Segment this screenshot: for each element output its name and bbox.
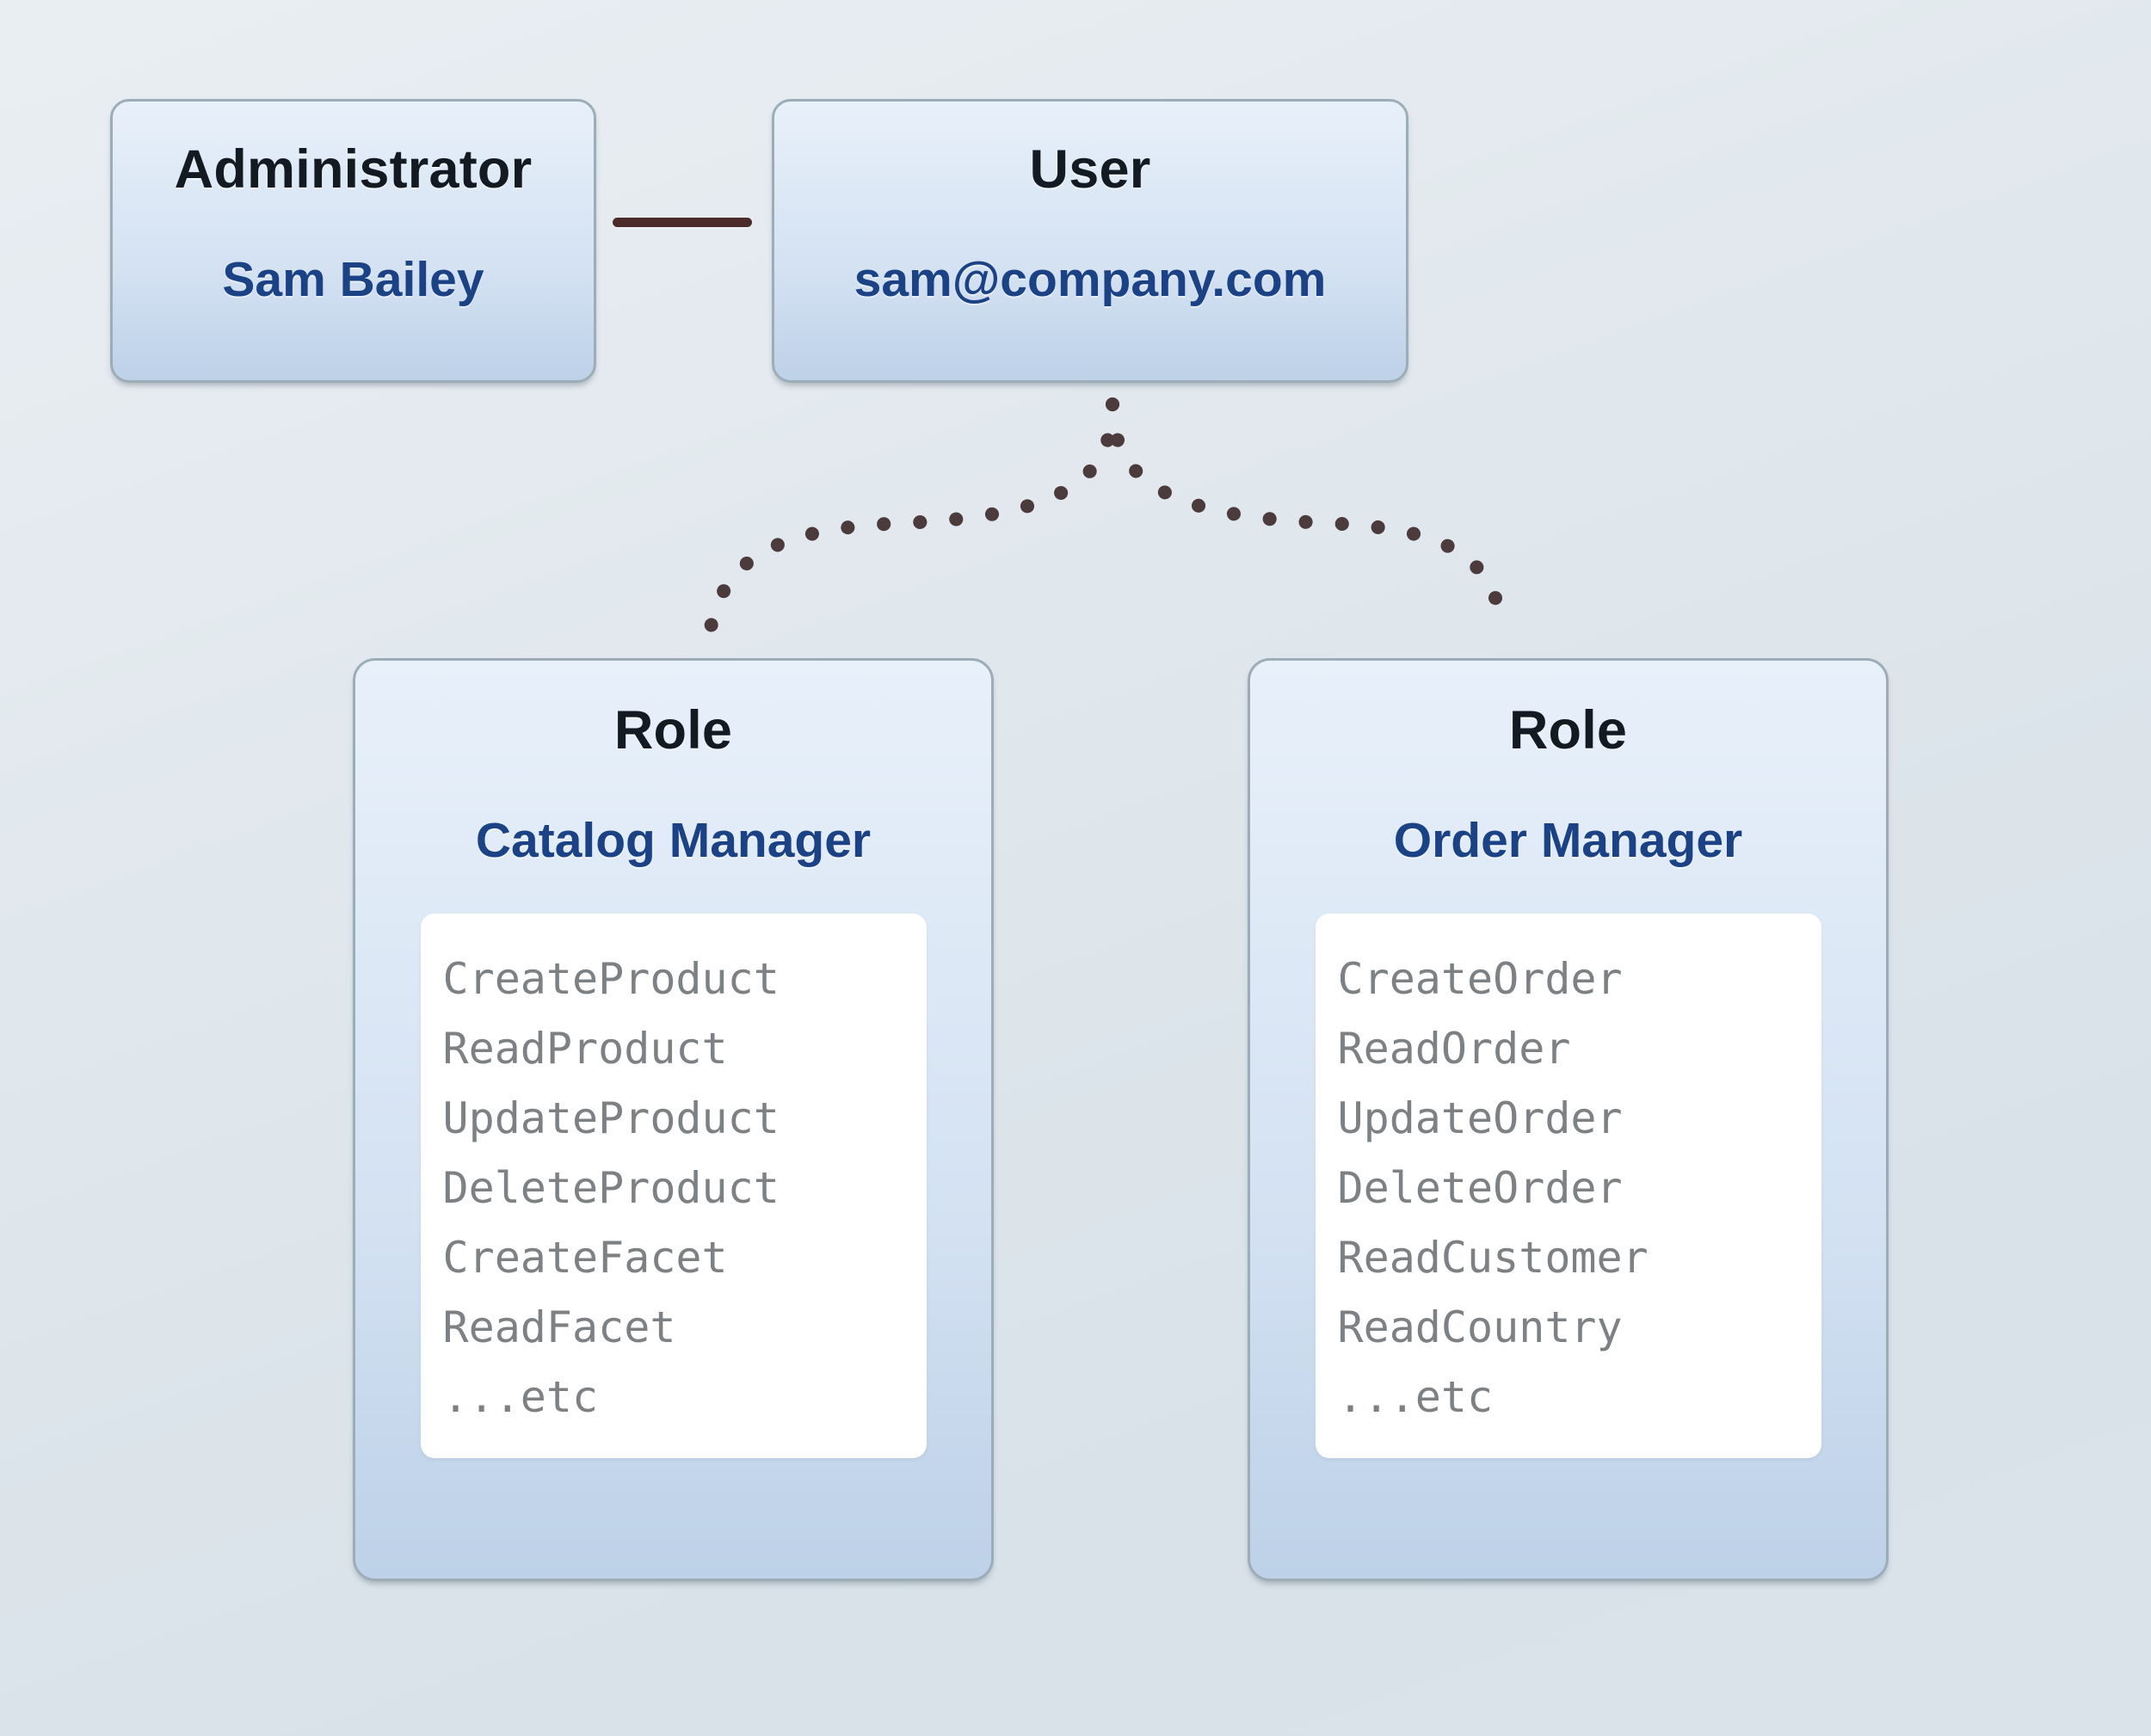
role-catalog-permission-list: CreateProduct ReadProduct UpdateProduct … (420, 914, 927, 1459)
permission-item: CreateOrder (1337, 954, 1623, 1005)
permission-item: UpdateProduct (442, 1093, 780, 1144)
permission-item: DeleteProduct (442, 1163, 780, 1214)
role-order-value-label: Order Manager (1393, 813, 1743, 869)
edge-user-to-order-role (1106, 397, 1511, 639)
node-role-catalog-manager[interactable]: Role Catalog Manager CreateProduct ReadP… (353, 658, 994, 1581)
administrator-type-label: Administrator (174, 139, 533, 200)
node-user[interactable]: User sam@company.com (772, 99, 1408, 383)
permission-item: ReadProduct (442, 1024, 728, 1074)
permission-item: DeleteOrder (1337, 1163, 1623, 1214)
permission-item: CreateFacet (442, 1233, 728, 1284)
administrator-value-label: Sam Bailey (222, 252, 484, 308)
edge-administrator-to-user (613, 218, 752, 227)
edge-user-to-catalog-role (703, 397, 1119, 639)
role-order-permission-list: CreateOrder ReadOrder UpdateOrder Delete… (1315, 914, 1821, 1459)
permission-item: ...etc (1337, 1372, 1494, 1423)
node-administrator[interactable]: Administrator Sam Bailey (110, 99, 596, 383)
permission-item: ReadCountry (1337, 1302, 1623, 1353)
permission-item: ReadFacet (442, 1302, 676, 1353)
user-value-label: sam@company.com (854, 252, 1327, 308)
user-type-label: User (1029, 139, 1151, 200)
role-catalog-value-label: Catalog Manager (475, 813, 872, 869)
permission-item: ReadCustomer (1337, 1233, 1649, 1284)
role-order-type-label: Role (1508, 700, 1628, 760)
permission-item: ...etc (442, 1372, 599, 1423)
permission-item: ReadOrder (1337, 1024, 1571, 1074)
node-role-order-manager[interactable]: Role Order Manager CreateOrder ReadOrder… (1248, 658, 1889, 1581)
permission-item: CreateProduct (442, 954, 780, 1005)
permission-item: UpdateOrder (1337, 1093, 1623, 1144)
role-catalog-type-label: Role (613, 700, 733, 760)
